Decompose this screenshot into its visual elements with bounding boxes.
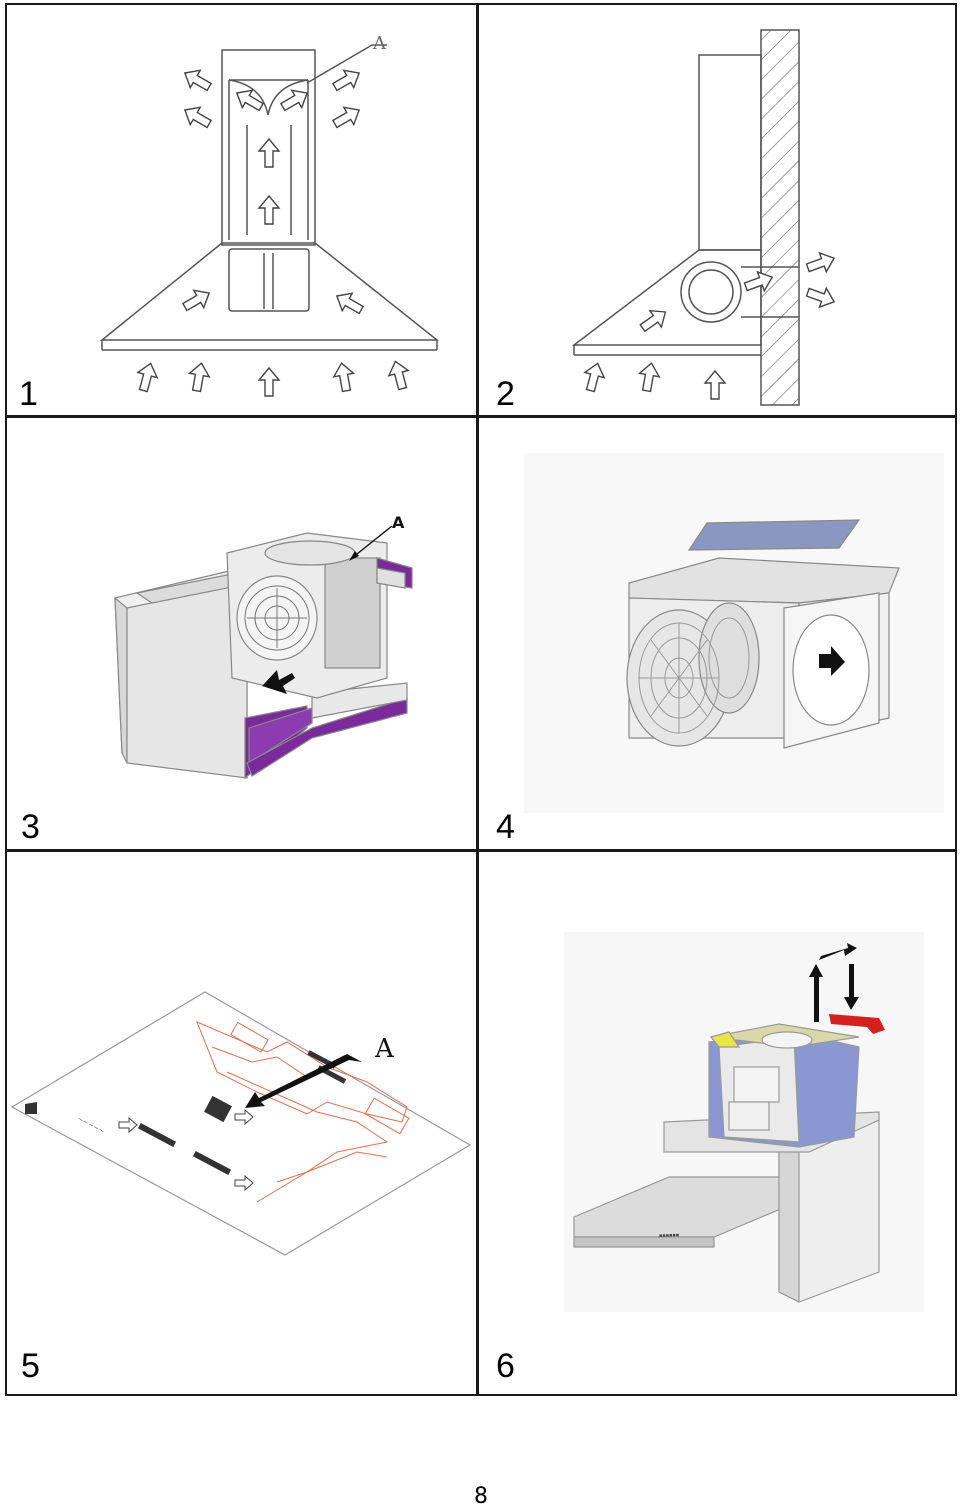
grid-divider-row2: [5, 849, 957, 852]
figure-number: 3: [21, 808, 40, 846]
callout-a: A: [392, 513, 405, 532]
callout-a: A: [374, 1034, 395, 1064]
figure-grid: [5, 3, 957, 1396]
figure-6: ▪▪▪▪▪▪ 6: [479, 852, 955, 1396]
page-number: 8: [474, 1484, 488, 1509]
svg-text:▪▪▪▪▪▪: ▪▪▪▪▪▪: [659, 1232, 680, 1239]
figure-3: A 3: [7, 418, 476, 849]
figure-4: 4: [479, 418, 955, 849]
figure-1: A 1: [7, 5, 476, 415]
figure-number: 5: [21, 1347, 40, 1385]
grid-divider-row1: [5, 415, 957, 418]
figure-5: ~~~~~ A 5: [7, 852, 476, 1396]
figure-number: 2: [496, 375, 515, 413]
grid-divider-vertical: [476, 3, 479, 1396]
figure-number: 6: [496, 1347, 515, 1385]
figure-number: 4: [496, 808, 515, 846]
figure-2: 2: [479, 5, 955, 415]
figure-number: 1: [19, 375, 38, 413]
callout-a: A: [372, 33, 387, 54]
